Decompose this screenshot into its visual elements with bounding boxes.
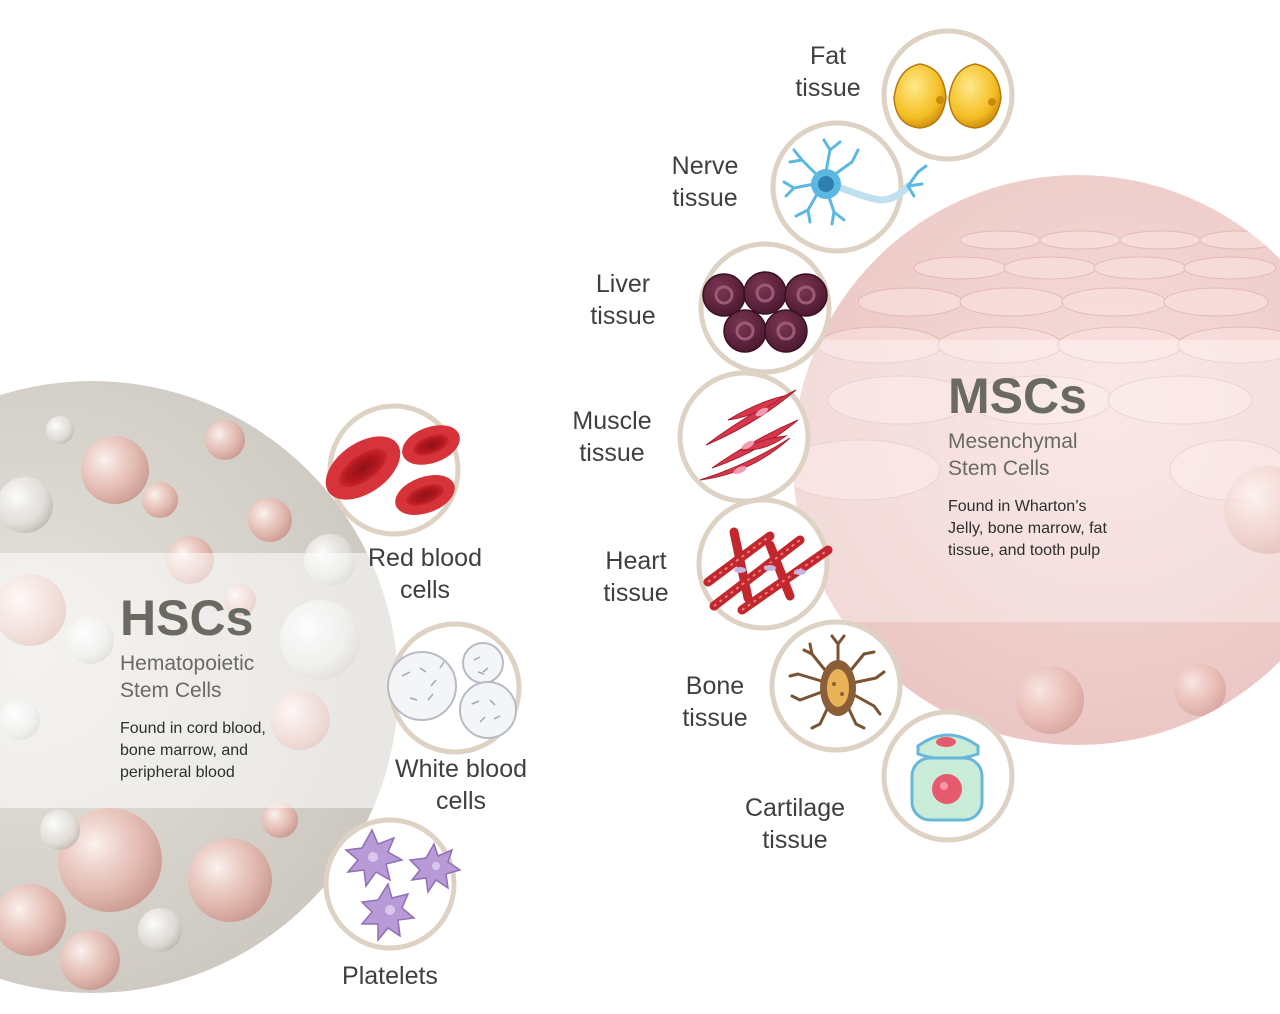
label-line: Fat [809, 42, 847, 70]
label-line: cells [399, 576, 450, 604]
label-line: tissue [603, 579, 669, 607]
label-line: Liver [595, 270, 651, 298]
msc-description-line: tissue, and tooth pulp [948, 542, 1101, 559]
label-line: Platelets [342, 962, 438, 990]
cartilage-cells-icon [881, 709, 1015, 843]
label-line: Nerve [671, 152, 739, 180]
red-blood-cells-label: Red blood cells [340, 542, 510, 606]
hsc-subtitle: Hematopoietic Stem Cells [120, 650, 254, 704]
hsc-description: Found in cord blood, bone marrow, and pe… [120, 718, 266, 784]
label-line: cells [435, 787, 486, 815]
heart-muscle-icon [696, 497, 833, 631]
msc-subtitle-line: Stem Cells [948, 457, 1050, 480]
nerve-tissue-label: Nerve tissue [655, 150, 755, 214]
white-blood-cells-label: White blood cells [370, 753, 552, 817]
platelets-icon [323, 817, 462, 951]
hsc-subtitle-line: Stem Cells [120, 679, 222, 702]
fat-cells-icon [881, 28, 1015, 162]
msc-description: Found in Wharton’s Jelly, bone marrow, f… [948, 496, 1107, 562]
label-line: tissue [672, 184, 738, 212]
label-line: tissue [762, 826, 828, 854]
msc-title: MSCs [948, 368, 1087, 424]
liver-tissue-label: Liver tissue [573, 268, 673, 332]
msc-description-line: Jelly, bone marrow, fat [948, 520, 1107, 537]
label-line: Muscle [572, 407, 652, 435]
msc-subtitle-line: Mesenchymal [948, 430, 1078, 453]
hsc-background [0, 381, 398, 993]
platelets-label: Platelets [320, 960, 460, 992]
white-blood-cells-icon [387, 621, 522, 755]
neuron-icon [770, 120, 928, 254]
label-line: Heart [605, 547, 667, 575]
hsc-description-line: peripheral blood [120, 764, 235, 781]
label-line: Red blood [368, 544, 482, 572]
red-blood-cells-icon [325, 403, 461, 537]
label-line: Bone [685, 672, 745, 700]
msc-subtitle: Mesenchymal Stem Cells [948, 428, 1078, 482]
msc-background [793, 175, 1280, 745]
label-line: tissue [579, 439, 645, 467]
msc-description-line: Found in Wharton’s [948, 498, 1087, 515]
label-line: Cartilage [744, 794, 846, 822]
label-line: tissue [795, 74, 861, 102]
heart-tissue-label: Heart tissue [586, 545, 686, 609]
muscle-tissue-label: Muscle tissue [552, 405, 672, 469]
bone-cell-icon [769, 619, 903, 753]
hsc-description-line: Found in cord blood, [120, 720, 266, 737]
hsc-title: HSCs [120, 590, 254, 646]
label-line: tissue [590, 302, 656, 330]
label-line: tissue [682, 704, 748, 732]
hsc-subtitle-line: Hematopoietic [120, 652, 255, 675]
fat-tissue-label: Fat tissue [778, 40, 878, 104]
bone-tissue-label: Bone tissue [665, 670, 765, 734]
muscle-fibers-icon [677, 370, 811, 504]
label-line: White blood [394, 755, 528, 783]
hsc-description-line: bone marrow, and [120, 742, 249, 759]
cartilage-tissue-label: Cartilage tissue [725, 792, 865, 856]
liver-cells-icon [698, 241, 832, 375]
